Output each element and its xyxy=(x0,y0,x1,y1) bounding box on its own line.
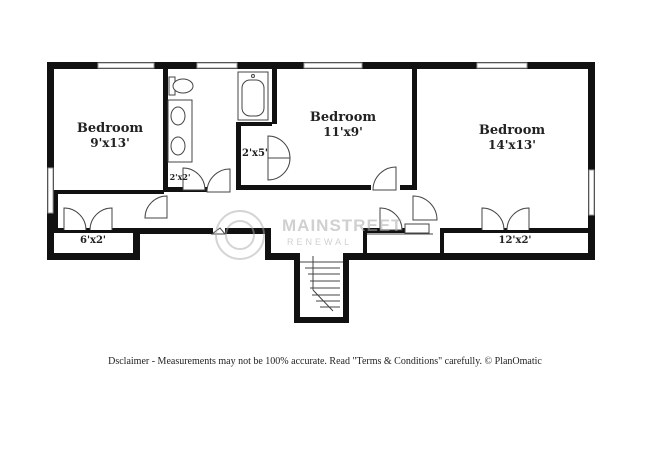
bedroom-right-size: 14'x13' xyxy=(488,138,536,152)
window-bed2-top xyxy=(303,62,363,69)
right-wall xyxy=(588,62,595,260)
bottom-wall-mid xyxy=(133,228,140,260)
bedroom-left-size: 9'x13' xyxy=(90,136,130,150)
bathtub-inner xyxy=(241,79,265,117)
watermark-ring-inner xyxy=(225,220,255,250)
closet-left-size: 6'x2' xyxy=(79,235,106,246)
window-right xyxy=(588,169,595,216)
wall-closet-right-top xyxy=(440,228,588,233)
watermark-logo xyxy=(215,210,265,260)
hall-bottom-wall xyxy=(265,253,300,260)
window-bed1-top xyxy=(97,62,155,69)
wall-bed2-bottom xyxy=(236,185,371,190)
railing-knob xyxy=(233,228,245,234)
doors xyxy=(63,135,530,231)
wall-closet-mid-top xyxy=(236,122,272,126)
window-left xyxy=(47,167,54,214)
sink-1 xyxy=(170,106,186,126)
window-bed3-top xyxy=(476,62,528,69)
bottom-wall-center xyxy=(133,228,213,234)
bathtub-drain xyxy=(251,74,255,78)
bathroom-fixtures xyxy=(167,71,269,163)
left-wall xyxy=(47,62,54,260)
door-bath xyxy=(206,168,231,193)
watermark-text: MAINSTREET xyxy=(282,216,403,235)
window-bath-top xyxy=(196,62,238,69)
door-bed3 xyxy=(412,195,438,221)
bedroom-right-name: Bedroom xyxy=(478,123,546,138)
toilet-bowl xyxy=(172,78,194,94)
wall-bath-bed2 xyxy=(272,69,277,124)
wall-bed1-closet-left-a xyxy=(54,190,58,233)
shelf-box xyxy=(404,223,430,234)
door-linen xyxy=(182,167,206,191)
bedroom-middle-name: Bedroom xyxy=(309,110,377,125)
wall-bed2-bed3 xyxy=(412,69,417,190)
door-closet-mid-b xyxy=(267,157,291,181)
sink-2 xyxy=(170,136,186,156)
door-bed1-closet-a xyxy=(63,207,87,231)
closet-right-size: 12'x2' xyxy=(498,235,532,246)
door-bed1 xyxy=(144,195,168,219)
door-bed2 xyxy=(372,166,397,191)
bottom-wall-left xyxy=(47,253,140,260)
linen-closet-size: 2'x2' xyxy=(169,172,191,182)
door-bed3-closet-a xyxy=(481,207,505,231)
door-bed1-closet-b xyxy=(89,207,113,231)
watermark-ring xyxy=(215,210,265,260)
stair-wall-right xyxy=(343,253,349,323)
wall-bed1-bath xyxy=(163,69,168,192)
bedroom-middle-size: 11'x9' xyxy=(323,125,363,139)
wall-closet-right-div xyxy=(440,228,444,260)
hall-wall-left xyxy=(265,228,271,260)
watermark-subtext: RENEWAL xyxy=(287,237,353,247)
wall-bed1-bottom2 xyxy=(54,190,164,194)
wall-closet-mid-left xyxy=(236,122,241,188)
bedroom-left-name: Bedroom xyxy=(76,121,144,136)
stair-rail-curve xyxy=(312,289,334,312)
door-bed3-closet-b xyxy=(506,207,530,231)
hall-closet-shelf xyxy=(367,223,433,235)
wall-hall-right-v xyxy=(363,228,367,260)
stair-wall-bottom xyxy=(294,317,349,323)
windows xyxy=(47,62,595,216)
wall-bed2-bottom-right xyxy=(400,185,417,190)
wall-bed1-bottom xyxy=(54,228,133,233)
railing-detail xyxy=(210,227,227,235)
interior-walls xyxy=(54,69,588,260)
door-hall-closet xyxy=(379,207,403,231)
disclaimer: Dsclaimer - Measurements may not be 100%… xyxy=(108,356,542,367)
stair-wall-left xyxy=(294,253,300,323)
closet-mid-size: 2'x5' xyxy=(241,148,268,159)
stairs xyxy=(300,256,343,312)
railing xyxy=(210,227,265,235)
bottom-wall-right xyxy=(348,253,595,260)
